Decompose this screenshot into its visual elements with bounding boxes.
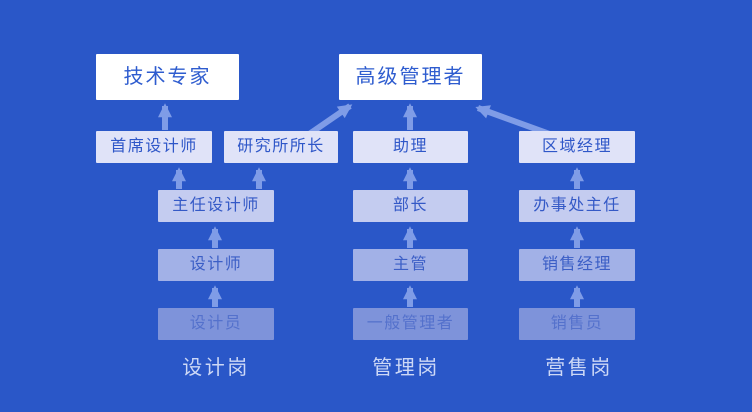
node-office-director: 办事处主任: [519, 190, 635, 222]
node-principal-designer: 主任设计师: [158, 190, 274, 222]
node-assistant: 助理: [353, 131, 468, 163]
node-tech-expert: 技术专家: [96, 54, 239, 100]
node-supervisor: 主管: [353, 249, 468, 281]
column-label-design: 设计岗: [182, 357, 250, 379]
node-regional-manager: 区域经理: [519, 131, 635, 163]
node-department-head: 部长: [353, 190, 468, 222]
column-label-sales: 营售岗: [545, 357, 613, 379]
node-chief-designer: 首席设计师: [96, 131, 212, 163]
node-salesperson: 销售员: [519, 308, 635, 340]
node-senior-manager: 高级管理者: [339, 54, 482, 100]
node-junior-designer: 设计员: [158, 308, 274, 340]
node-general-manager: 一般管理者: [353, 308, 468, 340]
node-sales-manager: 销售经理: [519, 249, 635, 281]
node-designer: 设计师: [158, 249, 274, 281]
column-label-management: 管理岗: [372, 357, 440, 379]
node-institute-director: 研究所所长: [224, 131, 338, 163]
